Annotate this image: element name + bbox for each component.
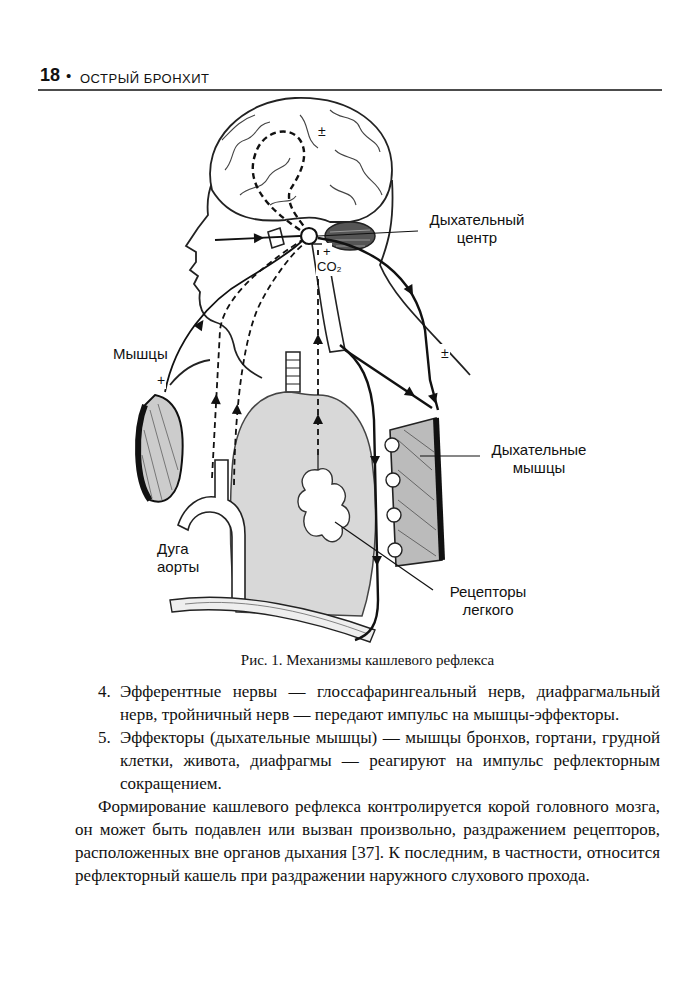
- part-label: Дыхательные мышцы: [484, 441, 594, 477]
- trachea: [286, 352, 300, 392]
- header-bullet: •: [66, 67, 71, 85]
- chemical-label: CO₂: [316, 258, 343, 276]
- body-text: 4.Эфферентные нервы — глоссафарингеальны…: [75, 680, 660, 887]
- sign-label: ±: [440, 344, 450, 362]
- lung: [230, 392, 375, 616]
- afferent-nerves: [165, 132, 318, 485]
- efferent-nerves: [318, 238, 438, 640]
- running-head: ОСТРЫЙ БРОНХИТ: [80, 70, 210, 88]
- list-number: 4.: [98, 680, 120, 726]
- sign-label: +: [156, 371, 166, 389]
- list-item: 4.Эфферентные нервы — глоссафарингеальны…: [75, 680, 660, 726]
- figure-caption: Рис. 1. Механизмы кашлевого рефлекса: [75, 651, 660, 669]
- brainstem: [268, 228, 345, 352]
- paragraph: Формирование кашлевого рефлекса контроли…: [75, 795, 660, 887]
- header-rule: [38, 90, 662, 91]
- list-item: 5.Эффекторы (дыхательные мышцы) — мышцы …: [75, 726, 660, 795]
- part-label: Дыхательный центр: [422, 211, 532, 247]
- list-number: 5.: [98, 726, 120, 795]
- sign-label: ±: [317, 122, 327, 140]
- page-number: 18: [40, 66, 60, 84]
- leader-lines: [318, 231, 480, 590]
- arrowheads: [194, 233, 441, 566]
- part-label: Рецепторы легкого: [437, 583, 539, 619]
- part-label: Мышцы: [112, 345, 169, 363]
- respiratory-center: [301, 228, 317, 244]
- list-text: Эфферентные нервы — глоссафарингеальный …: [120, 680, 660, 726]
- brain: [210, 98, 392, 222]
- ribs: [170, 597, 375, 642]
- part-label: Дуга аорты: [156, 540, 218, 576]
- respiratory-muscles: [385, 418, 442, 566]
- list-text: Эффекторы (дыхательные мышцы) — мышцы бр…: [120, 726, 660, 795]
- skeletal-muscle: [138, 395, 183, 502]
